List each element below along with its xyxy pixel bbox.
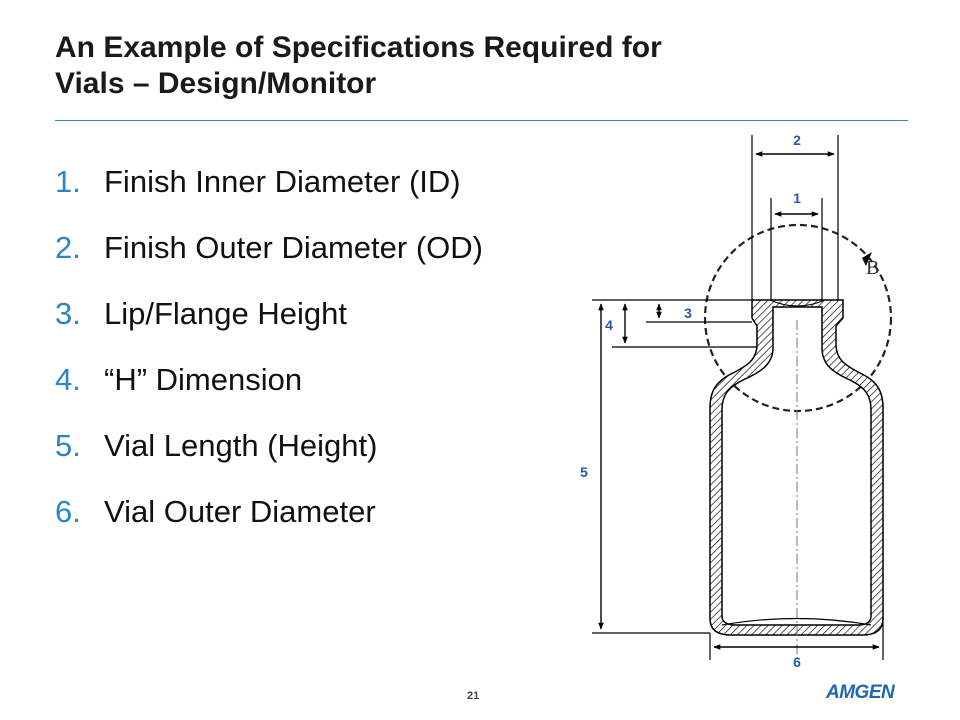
title-line-1: An Example of Specifications Required fo… [55, 31, 662, 64]
amgen-logo: AMGEN [826, 682, 895, 703]
list-item-number: 1. [55, 164, 81, 199]
list-item-text: Vial Length (Height) [104, 428, 378, 463]
title-line-2: Vials – Design/Monitor [55, 67, 377, 100]
dimension-label-1: 1 [793, 190, 801, 206]
dimension-label-6: 6 [793, 654, 801, 670]
vial-diagram: 2 1 3 4 5 6 B [580, 132, 893, 670]
detail-b-label: B [866, 257, 879, 279]
vial-bottom [721, 617, 872, 626]
dimension-label-3: 3 [684, 305, 692, 321]
list-item-number: 5. [55, 428, 81, 463]
list-item-text: Lip/Flange Height [104, 296, 347, 331]
list-item-number: 4. [55, 362, 81, 397]
vial-mouth-lip [769, 299, 826, 307]
detail-b-circle [703, 223, 893, 413]
list-item-text: Finish Outer Diameter (OD) [104, 230, 483, 265]
extension-lines [592, 135, 884, 660]
slide-title: An Example of Specifications Required fo… [55, 30, 875, 102]
list-item-number: 3. [55, 296, 81, 331]
page-number: 21 [467, 690, 480, 702]
list-item-text: Vial Outer Diameter [104, 494, 376, 529]
dimension-label-2: 2 [793, 132, 801, 148]
list-item-number: 6. [55, 494, 81, 529]
vial-wall-section [709, 299, 884, 636]
list-item-number: 2. [55, 230, 81, 265]
dimension-label-4: 4 [605, 317, 613, 333]
title-divider [55, 120, 908, 121]
dimension-lines [598, 151, 880, 650]
list-item-text: “H” Dimension [104, 362, 303, 397]
dimension-label-5: 5 [580, 464, 588, 480]
list-item-text: Finish Inner Diameter (ID) [104, 164, 461, 199]
